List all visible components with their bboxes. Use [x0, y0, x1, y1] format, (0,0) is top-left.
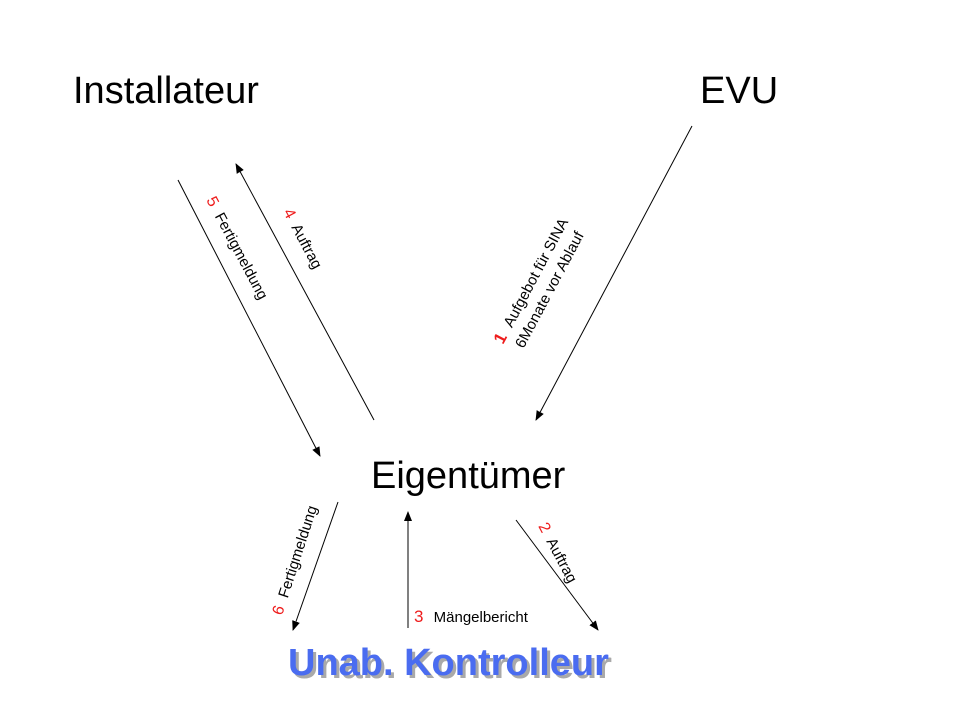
edge-label-3: 3 Mängelbericht — [414, 607, 529, 626]
edge-label-6: 6 Fertigmeldung — [270, 504, 321, 618]
edge-label-4: 4 Auftrag — [279, 206, 325, 272]
svg-text:4 Auftrag: 4 Auftrag — [279, 206, 325, 272]
edge-5-number: 5 — [202, 194, 221, 210]
svg-text:6 Fertigmeldung: 6 Fertigmeldung — [270, 504, 321, 618]
node-evu: EVU — [700, 70, 778, 112]
arrow-eigentuemer-to-installateur — [235, 163, 375, 421]
edge-6-number: 6 — [270, 603, 289, 617]
edge-3-number: 3 — [414, 607, 423, 626]
edge-2-number: 2 — [534, 520, 553, 536]
node-kontrolleur: Unab. Kontrolleur — [288, 642, 609, 684]
node-eigentuemer: Eigentümer — [371, 455, 566, 497]
edge-2-text: Auftrag — [543, 535, 581, 586]
edge-4-number: 4 — [279, 206, 298, 222]
node-kontrolleur-shadow: Unab. Kontrolleur — [291, 645, 612, 687]
arrow-eigentuemer-back-to-kontrolleur — [292, 501, 339, 631]
edge-label-1: 1 Aufgebot für SINA 6Monate vor Ablauf — [490, 216, 588, 351]
node-installateur: Installateur — [73, 70, 259, 112]
edge-4-text: Auftrag — [288, 221, 326, 272]
edge-1-number: 1 — [490, 330, 511, 347]
arrow-installateur-to-eigentuemer — [177, 179, 321, 457]
edge-5-text: Fertigmeldung — [211, 210, 271, 303]
arrow-eigentuemer-to-kontrolleur — [515, 519, 599, 631]
edge-6-text: Fertigmeldung — [275, 504, 321, 600]
arrow-evu-to-eigentuemer — [535, 125, 693, 421]
edge-3-text: Mängelbericht — [434, 609, 529, 626]
